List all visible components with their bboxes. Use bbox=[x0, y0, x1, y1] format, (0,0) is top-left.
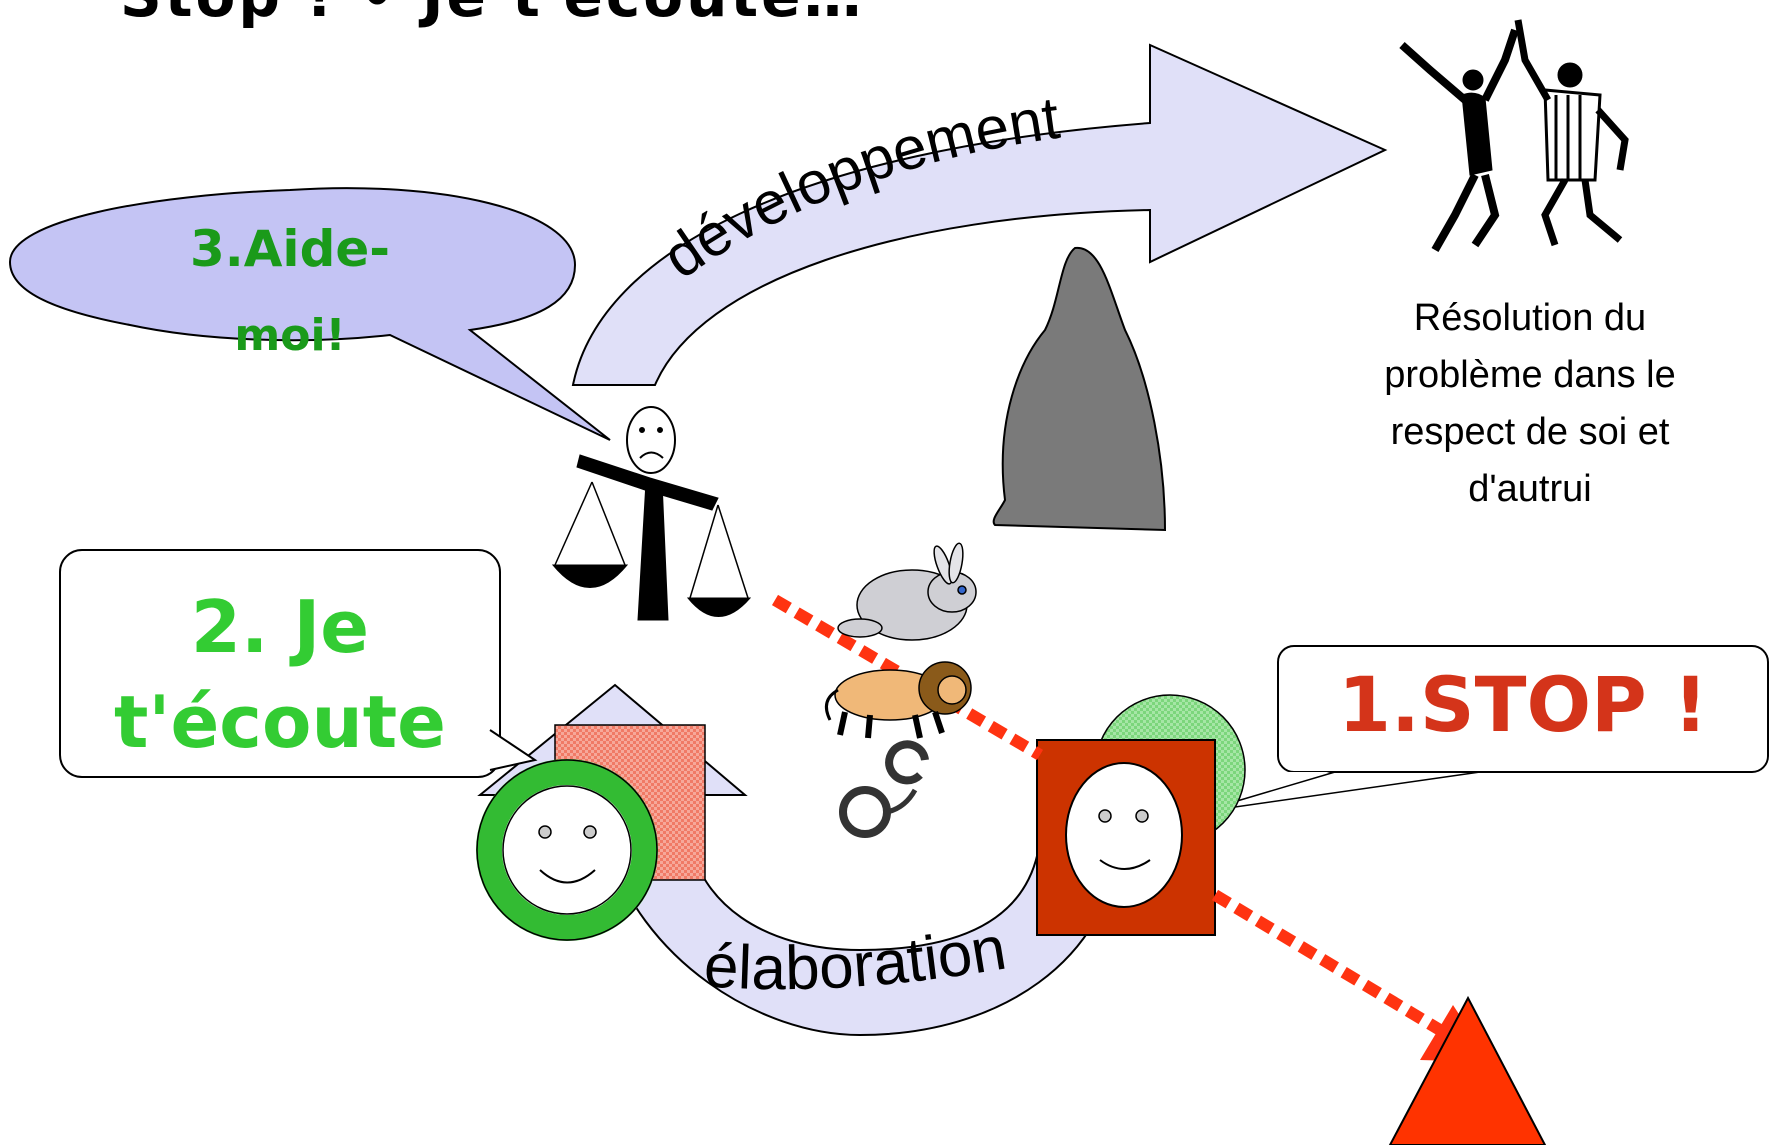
smiley-green bbox=[476, 759, 658, 941]
resolution-line: respect de soi et bbox=[1390, 411, 1670, 453]
step3-label-line2: moi! bbox=[234, 310, 346, 361]
scales-person-icon bbox=[551, 406, 752, 621]
page-title: Stop ! • Je t'écoute… bbox=[120, 0, 864, 30]
warning-triangle-icon bbox=[1388, 995, 1547, 1145]
step2-bubble bbox=[59, 549, 538, 778]
step3-label-line1: 3.Aide- bbox=[189, 220, 391, 278]
rock-icon bbox=[992, 246, 1167, 532]
resolution-line: d'autrui bbox=[1468, 468, 1592, 510]
lion-icon bbox=[824, 661, 972, 739]
step2-label-line1: 2. Je bbox=[190, 585, 370, 669]
resolution-line: problème dans le bbox=[1384, 354, 1676, 396]
dancing-people-icon bbox=[1399, 19, 1629, 252]
resolution-text: Résolution du problème dans le respect d… bbox=[1320, 290, 1740, 518]
rabbit-icon bbox=[837, 542, 977, 641]
resolution-line: Résolution du bbox=[1413, 297, 1647, 339]
step3-bubble bbox=[8, 187, 611, 441]
smiley-red bbox=[1036, 739, 1216, 936]
step1-label: 1.STOP ! bbox=[1338, 660, 1708, 749]
step2-label-line2: t'écoute bbox=[114, 680, 446, 764]
top-arrow: développement bbox=[571, 43, 1388, 386]
handcuffs-icon bbox=[839, 740, 929, 838]
